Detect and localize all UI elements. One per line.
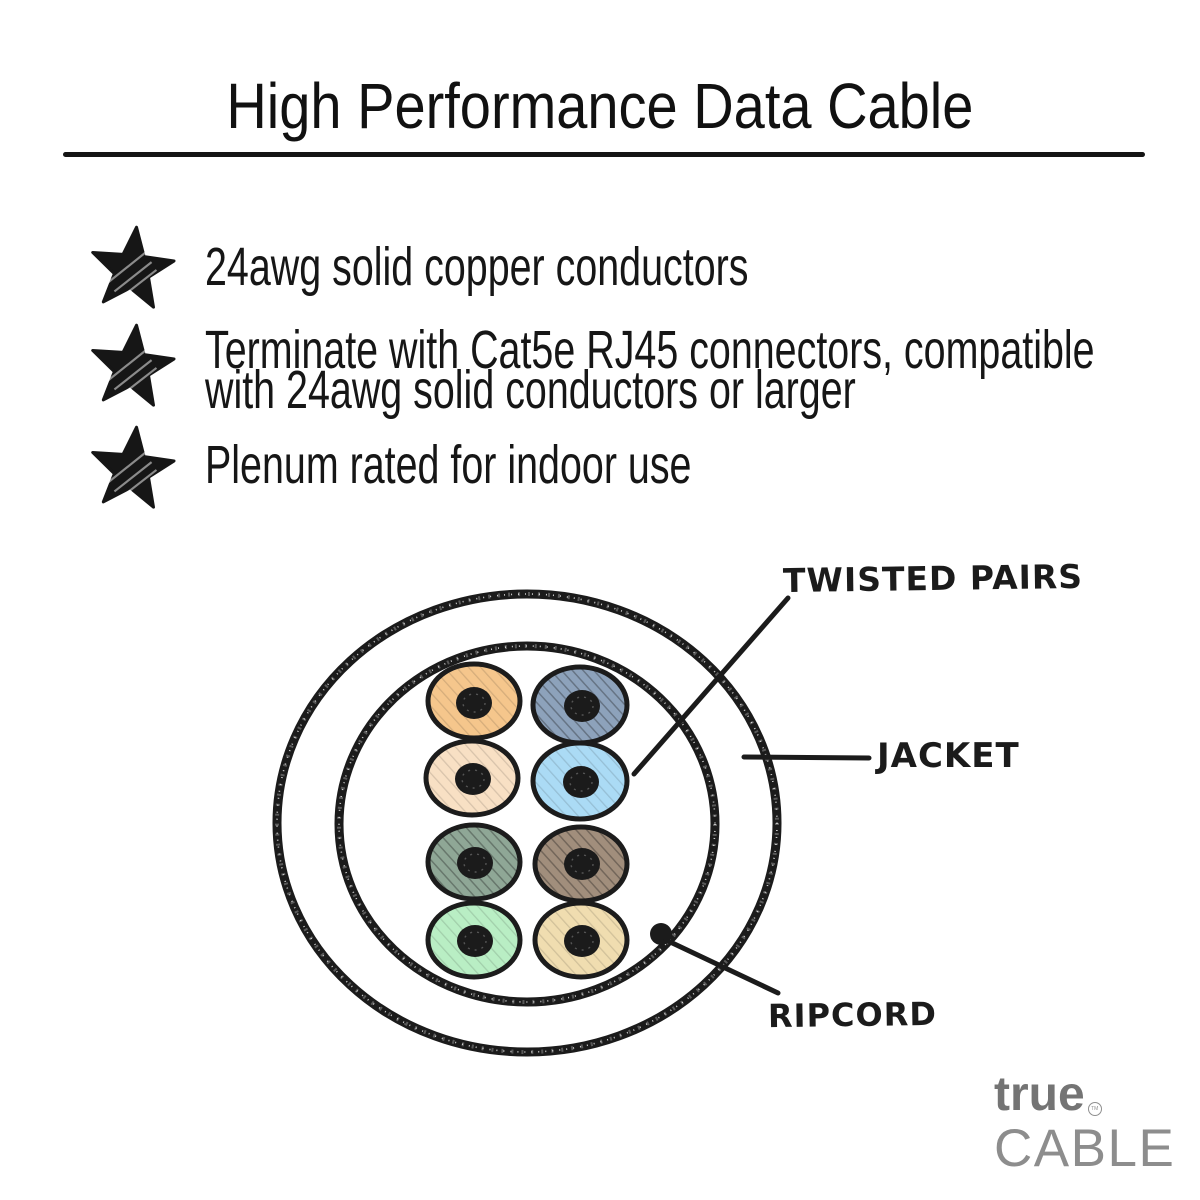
wire-tan [532,900,630,980]
logo-brand-bottom: CABLE [994,1119,1176,1179]
logo-brand-top: true TM [994,1068,1175,1121]
jacket-inner-ring [334,641,720,1007]
bullet-copper-conductors: 24awg solid copper conductors [205,237,749,297]
wire-light-orange [423,738,521,818]
wire-light-green [425,900,523,980]
star-icon [91,225,176,309]
title-underline [63,152,1145,157]
page-title: High Performance Data Cable [226,70,974,142]
jacket-leader-line [741,754,872,761]
wire-green [425,822,523,902]
star-icon [91,323,176,407]
wire-slate-blue [530,664,630,746]
twisted-pairs-leader-line [631,595,791,777]
ripcord-leader-line [663,937,781,996]
star-icon [91,425,176,509]
title-row: High Performance Data Cable [0,74,1200,138]
wire-light-blue [530,740,630,822]
jacket-outer-ring [272,589,782,1057]
wire-orange [425,661,523,741]
bullet-plenum-rated: Plenum rated for indoor use [205,435,692,495]
twisted-pairs-label: TWISTED PAIRS [782,556,1084,601]
ripcord-label: RIPCORD [767,994,938,1036]
wire-brown [532,824,630,904]
truecable-logo: true TM CABLE [994,1068,1176,1179]
trademark-icon: TM [1087,1102,1102,1117]
logo-true-text: true [994,1068,1085,1121]
jacket-label: JACKET [877,736,1020,776]
bullet-rj45-compatibility: Terminate with Cat5e RJ45 connectors, co… [205,320,1095,420]
